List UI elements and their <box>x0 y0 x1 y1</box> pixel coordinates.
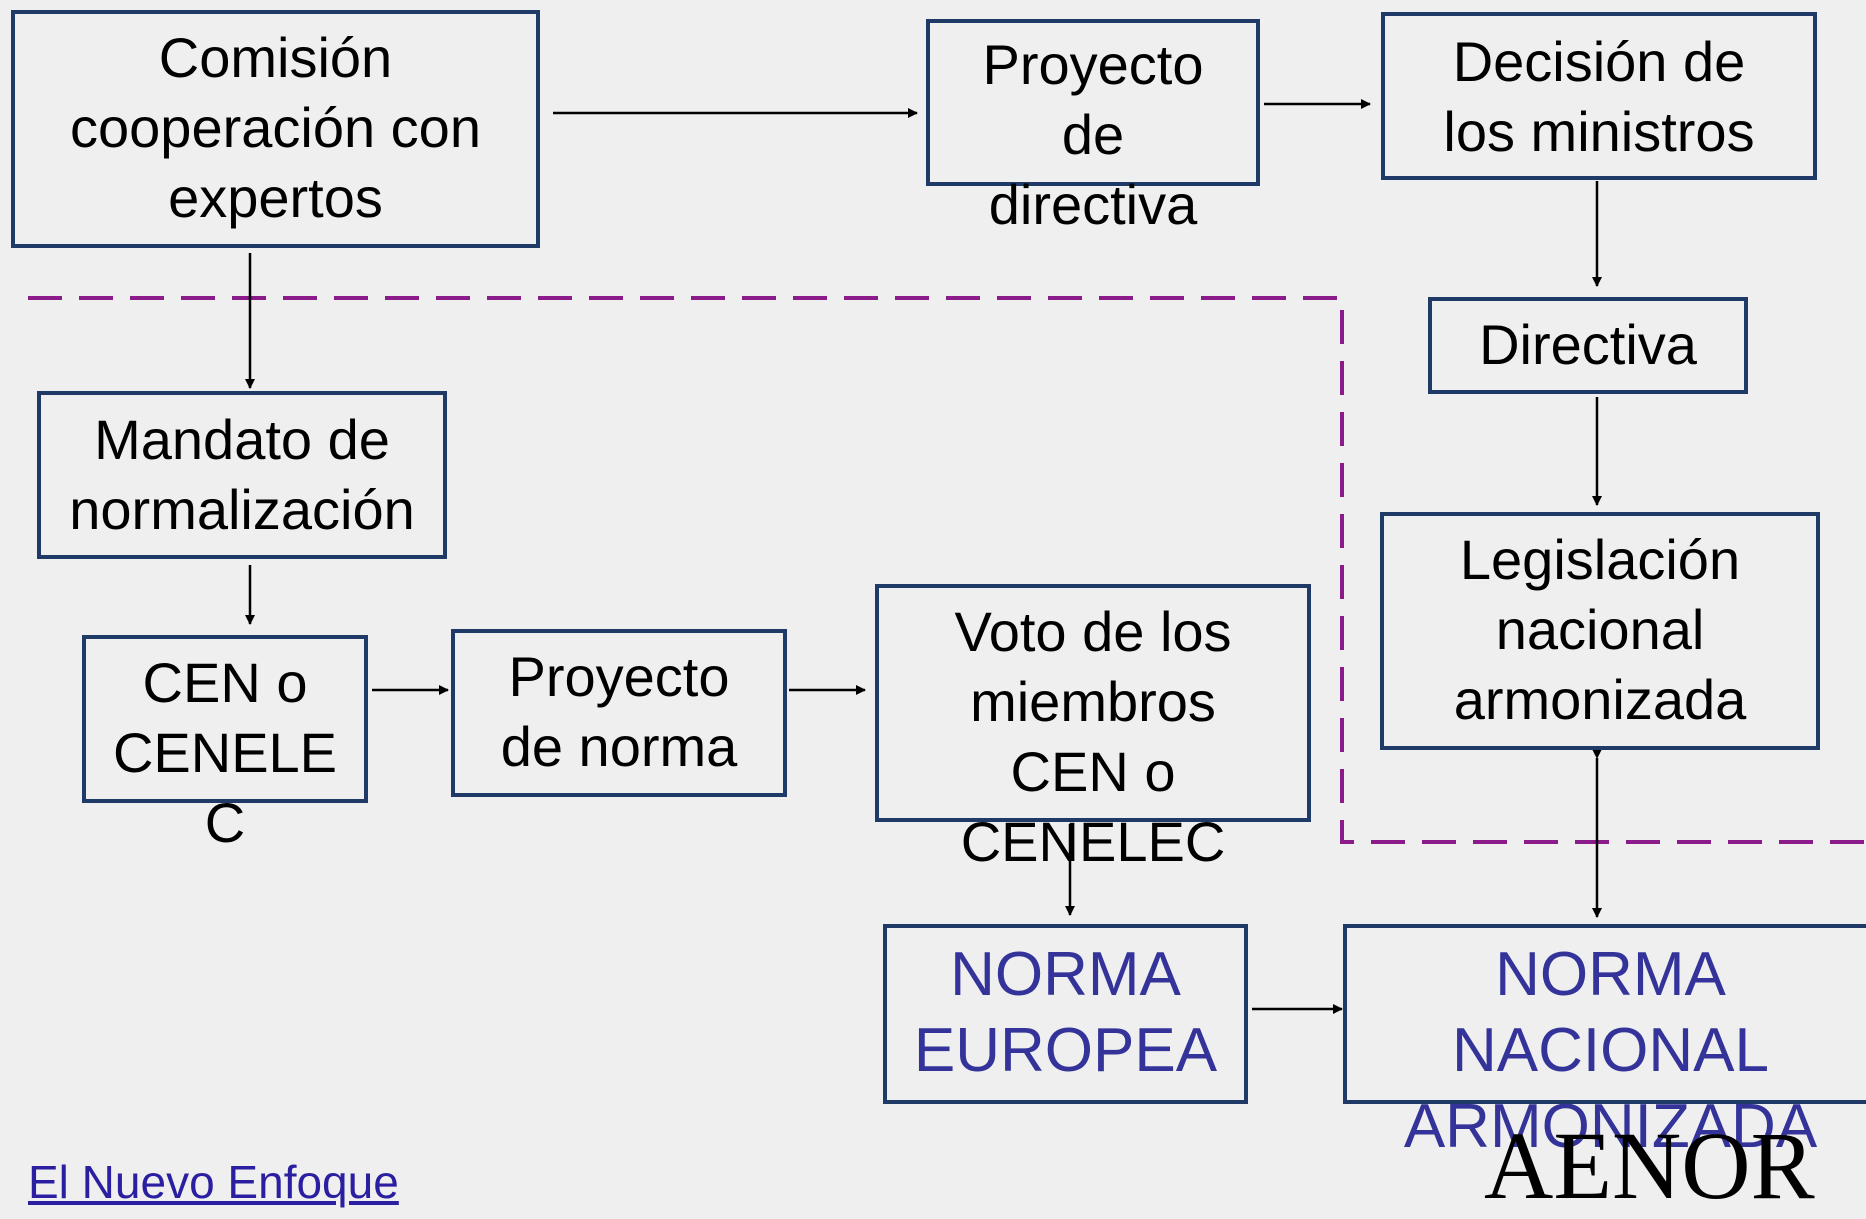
label-norma-nacional: NORMA NACIONAL ARMONIZADA <box>1403 940 1818 1161</box>
label-legislacion: Legislación nacional armonizada <box>1453 528 1747 731</box>
label-comision: Comisión cooperación con expertos <box>70 26 481 229</box>
box-decision <box>1381 12 1817 180</box>
label-proyecto-directiva: Proyecto de directiva <box>982 33 1204 236</box>
box-proyecto-norma <box>451 629 787 797</box>
label-proyecto-norma: Proyecto de norma <box>500 645 738 778</box>
label-voto: Voto de los miembros CEN o CENELEC <box>954 600 1232 873</box>
box-mandato <box>37 391 447 559</box>
label-directiva: Directiva <box>1479 313 1697 376</box>
box-comision <box>11 10 540 248</box>
label-mandato: Mandato de normalización <box>69 408 415 541</box>
box-legislacion <box>1380 512 1820 750</box>
dashed-boundary <box>28 296 1866 844</box>
box-proyecto-directiva <box>926 19 1260 186</box>
aenor-logo: AENOR <box>1484 1112 1815 1219</box>
label-norma-europea: NORMA EUROPEA <box>913 940 1218 1085</box>
box-voto <box>875 584 1311 822</box>
box-cen <box>82 635 368 803</box>
footer-link[interactable]: El Nuevo Enfoque <box>28 1156 399 1208</box>
box-norma-nacional <box>1343 924 1866 1104</box>
box-norma-europea <box>883 924 1248 1104</box>
label-cen: CEN o CENELE C <box>112 651 338 854</box>
label-decision: Decisión de los ministros <box>1443 30 1755 163</box>
box-directiva <box>1428 297 1748 394</box>
